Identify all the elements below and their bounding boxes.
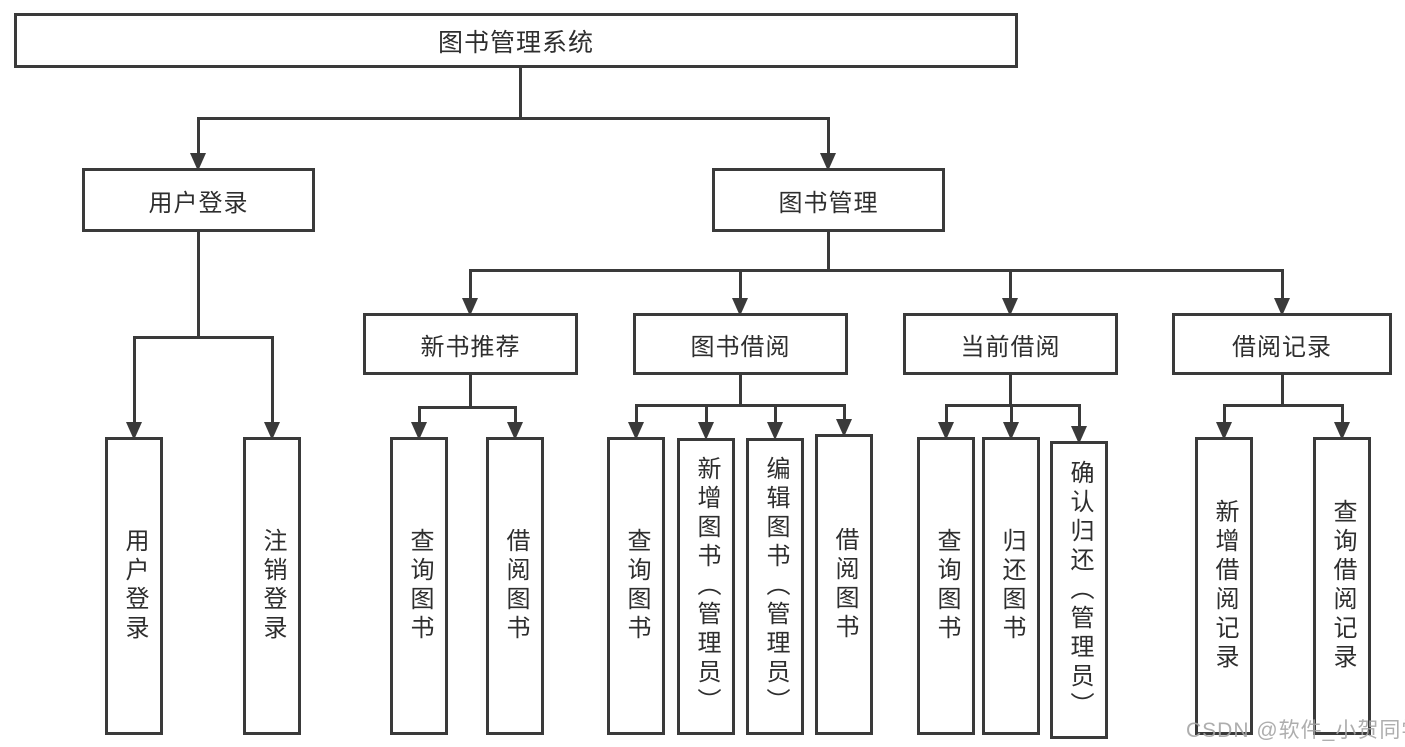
node-leaf-logout: 注销登录 — [243, 437, 301, 735]
node-new-book-recommendation: 新书推荐 — [363, 313, 578, 375]
node-leaf-return-books: 归还图书 — [982, 437, 1040, 735]
connector-arrow-query-borrow-record — [1334, 404, 1350, 440]
connector-book-borrow-branch — [635, 404, 846, 407]
connector-arrow-return-books — [1003, 404, 1019, 440]
node-book-borrowing: 图书借阅 — [633, 313, 848, 375]
node-leaf-user-login: 用户登录 — [105, 437, 163, 735]
node-leaf-edit-books-admin: 编辑图书（管理员） — [746, 438, 804, 735]
connector-arrow-add-borrow-record — [1216, 404, 1232, 440]
connector-arrow-borrow-books — [836, 404, 852, 437]
connector-user-login-branch — [133, 336, 274, 339]
connector-arrow-book-borrow — [732, 269, 748, 316]
node-leaf-add-books-admin: 新增图书（管理员） — [677, 438, 735, 735]
node-leaf-confirm-return-admin: 确认归还（管理员） — [1050, 441, 1108, 739]
node-leaf-query-borrow-record: 查询借阅记录 — [1313, 437, 1371, 735]
connector-arrow-confirm-return — [1071, 404, 1087, 444]
connector-arrow-edit-books — [767, 404, 783, 440]
connector-new-book-branch — [418, 406, 517, 409]
connector-arrow-borrow-record — [1274, 269, 1290, 316]
connector-root-stem — [519, 67, 522, 120]
csdn-watermark: CSDN @软件_小贺同学 — [1186, 719, 1405, 742]
connector-arrow-query-books-recommend — [411, 406, 427, 440]
node-leaf-query-books-borrow: 查询图书 — [607, 437, 665, 735]
connector-arrow-leaf-logout — [264, 336, 280, 440]
node-leaf-add-borrow-record: 新增借阅记录 — [1195, 437, 1253, 735]
connector-borrow-record-branch — [1223, 404, 1344, 407]
connector-book-management-stem — [827, 230, 830, 272]
connector-book-management-branch — [469, 269, 1283, 272]
connector-book-borrow-stem — [739, 373, 742, 407]
connector-current-borrow-stem — [1009, 373, 1012, 407]
node-leaf-borrow-books: 借阅图书 — [815, 434, 873, 735]
node-book-management: 图书管理 — [712, 168, 945, 232]
node-user-login: 用户登录 — [82, 168, 315, 232]
node-root: 图书管理系统 — [14, 13, 1018, 68]
node-borrowing-records: 借阅记录 — [1172, 313, 1392, 375]
connector-arrow-user-login — [190, 117, 206, 171]
connector-current-borrow-branch — [945, 404, 1081, 407]
connector-arrow-current-borrow — [1002, 269, 1018, 316]
connector-arrow-query-books-borrow — [628, 404, 644, 440]
connector-arrow-query-books-current — [938, 404, 954, 440]
connector-user-login-stem — [197, 230, 200, 339]
connector-borrow-record-stem — [1281, 373, 1284, 407]
node-leaf-query-books-current: 查询图书 — [917, 437, 975, 735]
connector-arrow-book-management — [820, 117, 836, 171]
connector-root-branch — [197, 117, 830, 120]
node-leaf-borrow-books-recommend: 借阅图书 — [486, 437, 544, 735]
connector-arrow-leaf-user-login — [126, 336, 142, 440]
connector-arrow-borrow-books-recommend — [507, 406, 523, 440]
connector-arrow-add-books — [698, 404, 714, 440]
node-leaf-query-books-recommend: 查询图书 — [390, 437, 448, 735]
connector-arrow-new-book — [462, 269, 478, 316]
connector-new-book-stem — [469, 373, 472, 409]
node-current-borrowing: 当前借阅 — [903, 313, 1118, 375]
